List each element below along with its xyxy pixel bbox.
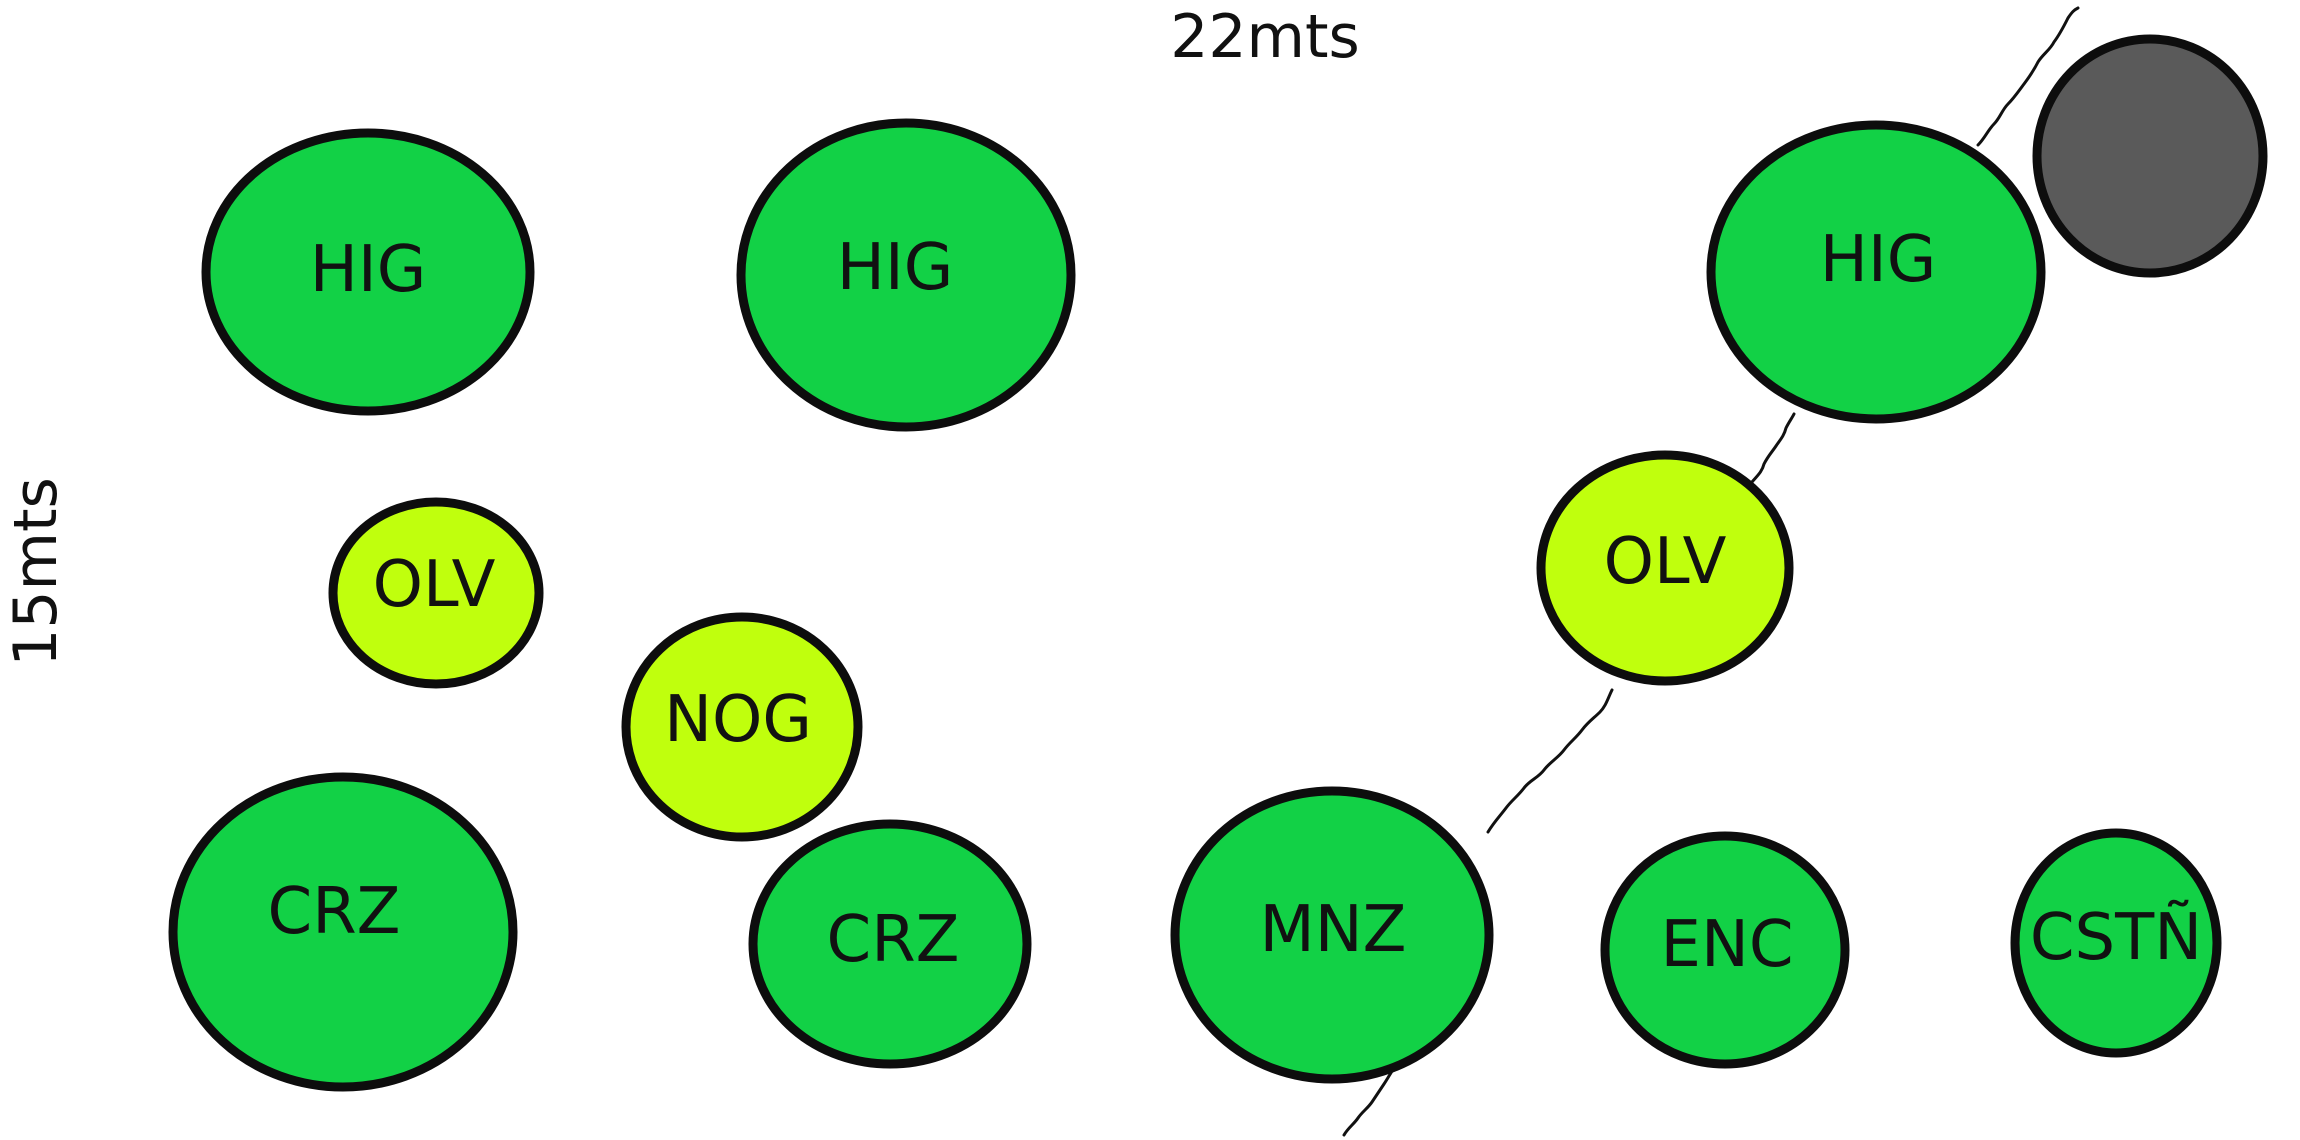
tree-olv-1: OLV — [328, 497, 544, 689]
wavy-line-middle — [1750, 412, 1796, 484]
tree-mnz-1: CRZ — [748, 819, 1032, 1069]
tree-label: ENC — [1661, 908, 1794, 982]
tree-enc-1: ENC — [1600, 831, 1850, 1069]
wavy-line-lower — [1486, 688, 1614, 834]
canopy-circle — [2010, 828, 2222, 1058]
tree-olv-2: OLV — [1536, 450, 1794, 686]
tree-label: MNZ — [1260, 893, 1407, 967]
canopy-circle — [1170, 786, 1494, 1084]
width-dimension-label: 22mts — [1170, 2, 1360, 72]
tree-label: CRZ — [268, 875, 401, 949]
tree-cstn-1: CSTÑ — [2010, 828, 2222, 1058]
tree-nog-1: NOG — [621, 612, 863, 842]
tree-label: CSTÑ — [2030, 900, 2202, 975]
canopy-circle — [621, 612, 863, 842]
dark-gray-circle — [2032, 34, 2268, 278]
tree-label: HIG — [310, 233, 427, 307]
canopy-circle — [328, 497, 544, 689]
canopy-circle — [736, 118, 1076, 432]
wavy-line-bottom — [1342, 1066, 1396, 1137]
tree-crz-2: MNZ — [1170, 786, 1494, 1084]
tree-label: OLV — [1604, 525, 1727, 599]
tree-label: OLV — [373, 548, 496, 622]
canopy-circle — [201, 128, 535, 416]
canopy-circle — [748, 819, 1032, 1069]
canopy-circle — [1706, 120, 2046, 424]
canopy-circle — [168, 772, 518, 1092]
tree-label: HIG — [1820, 223, 1937, 297]
tree-label: NOG — [664, 683, 812, 757]
tree-label: CRZ — [827, 903, 960, 977]
tree-crz-1: CRZ — [168, 772, 518, 1092]
tree-hig-3: HIG — [1706, 120, 2046, 424]
tree-label: HIG — [837, 231, 954, 305]
canopy-circle — [1600, 831, 1850, 1069]
height-dimension-label: 15mts — [1, 477, 71, 667]
canopy-circle — [1536, 450, 1794, 686]
tree-hig-1: HIG — [201, 128, 535, 416]
tree-hig-2: HIG — [736, 118, 1076, 432]
wavy-line-top — [1976, 6, 2080, 147]
